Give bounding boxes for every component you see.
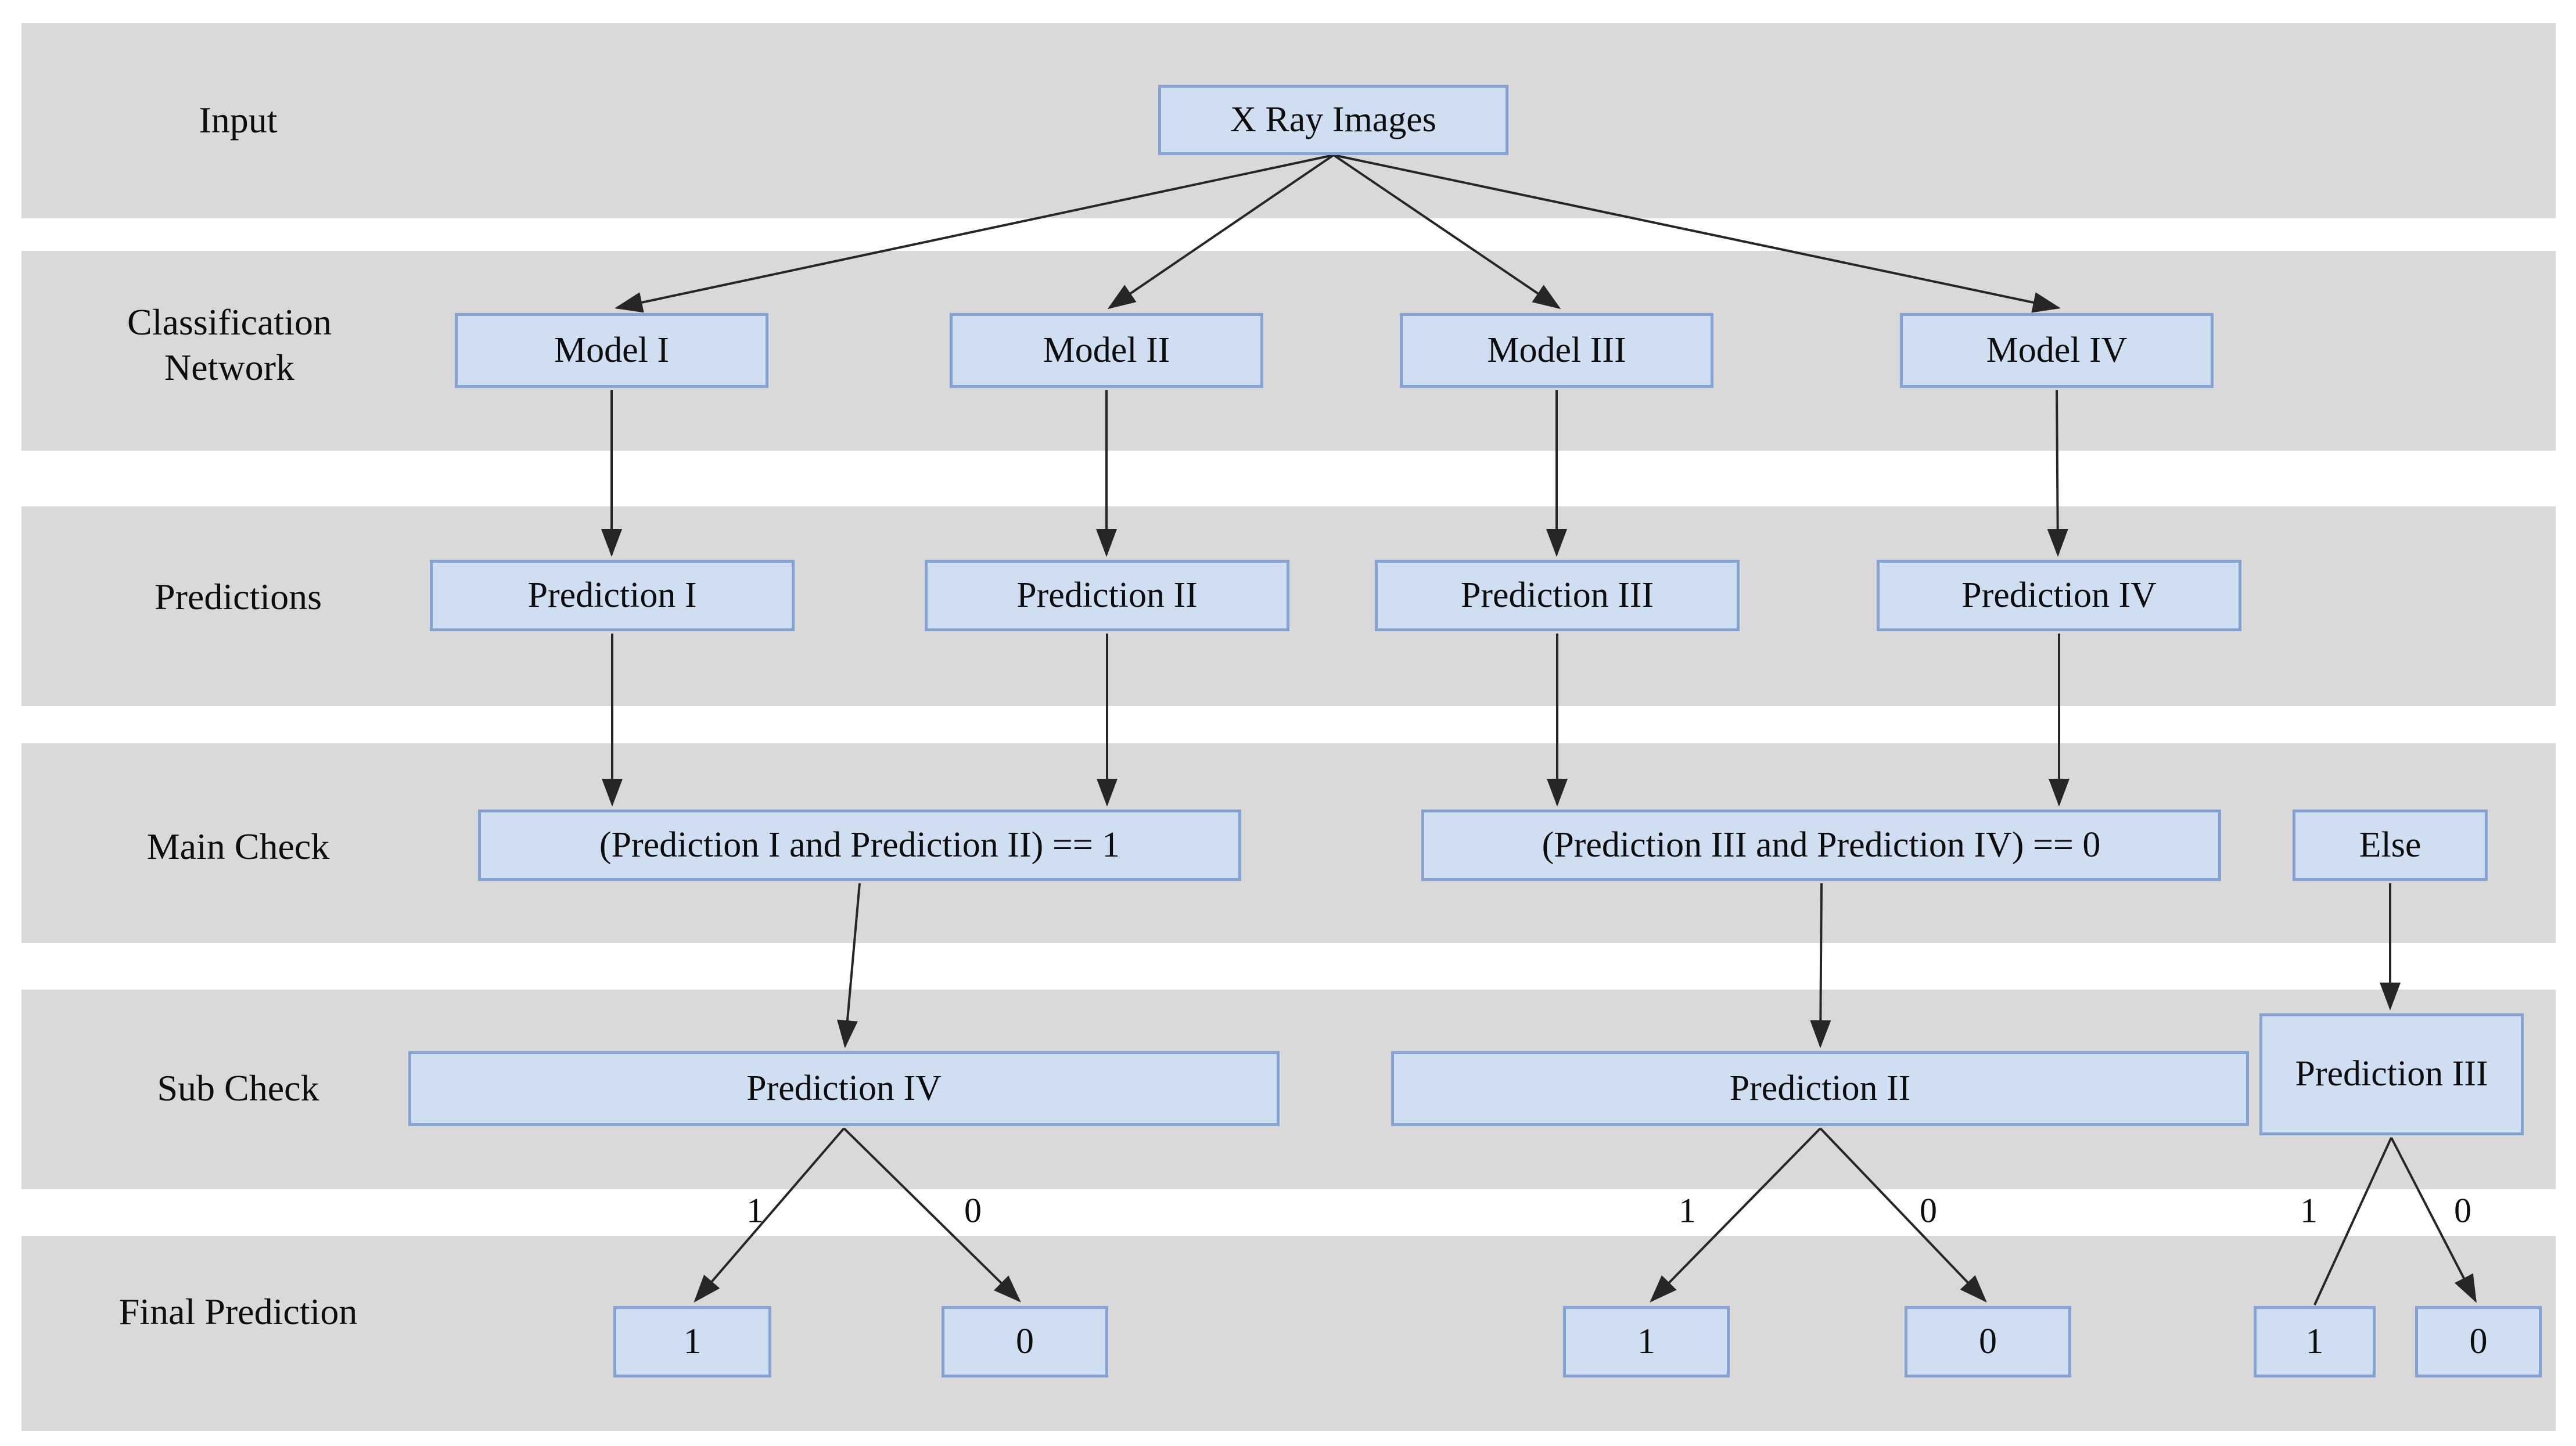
edge-input-model1 [615,154,1334,313]
row-label-final-prediction: Final Prediction [118,1291,358,1332]
node-final-1-right: 1 [2254,1306,2376,1377]
node-sub-check-2: Prediction II [1391,1051,2249,1126]
node-x-ray-images: X Ray Images [1158,85,1508,155]
node-final-0-right: 0 [2415,1306,2542,1377]
edge-label-0-middle: 0 [1920,1191,1937,1230]
node-model-3: Model III [1400,313,1713,388]
edge-subcheck2-final1 [1650,1127,1821,1303]
node-sub-check-1: Prediction IV [408,1051,1280,1126]
edge-subcheck2-final0 [1819,1127,1987,1303]
edge-label-0-left: 0 [964,1191,982,1230]
row-label-sub-check: Sub Check [157,1067,319,1109]
edge-label-1-left: 1 [746,1191,764,1230]
edge-label-1-right: 1 [2300,1191,2318,1230]
node-final-1-middle: 1 [1563,1306,1730,1377]
node-model-4: Model IV [1900,313,2214,388]
node-prediction-3: Prediction III [1375,560,1740,631]
node-sub-check-3: Prediction III [2259,1013,2524,1135]
edge-input-model2 [1107,154,1335,310]
edge-subcheck1-final1 [694,1127,845,1303]
edge-label-0-right: 0 [2454,1191,2471,1230]
edge-maincheck2-subcheck2 [1810,883,1831,1048]
edge-input-model3 [1332,154,1561,310]
node-prediction-4: Prediction IV [1877,560,2241,631]
row-label-classification-network: Classification Network [127,301,332,388]
row-label-input: Input [199,99,278,141]
edge-subcheck1-final0 [843,1127,1021,1303]
node-final-1-left: 1 [613,1306,771,1377]
row-label-main-check: Main Check [146,826,330,867]
edge-subcheck3-final0 [2390,1137,2477,1303]
node-else: Else [2293,810,2488,881]
band-final-prediction [21,1236,2556,1431]
edge-label-1-middle: 1 [1679,1191,1696,1230]
edge-maincheck1-subcheck1 [836,883,861,1048]
edge-input-model4 [1333,154,2061,313]
node-prediction-2: Prediction II [925,560,1289,631]
row-label-predictions: Predictions [155,576,322,617]
node-final-0-middle: 0 [1905,1306,2071,1377]
node-prediction-1: Prediction I [430,560,795,631]
node-final-0-left: 0 [942,1306,1108,1377]
edge-subcheck3-final1 [2313,1137,2392,1305]
node-main-check-1: (Prediction I and Prediction II) == 1 [478,810,1241,881]
node-model-1: Model I [455,313,768,388]
node-main-check-2: (Prediction III and Prediction IV) == 0 [1421,810,2221,881]
node-model-2: Model II [950,313,1263,388]
edge-model4-prediction4 [2047,390,2068,557]
